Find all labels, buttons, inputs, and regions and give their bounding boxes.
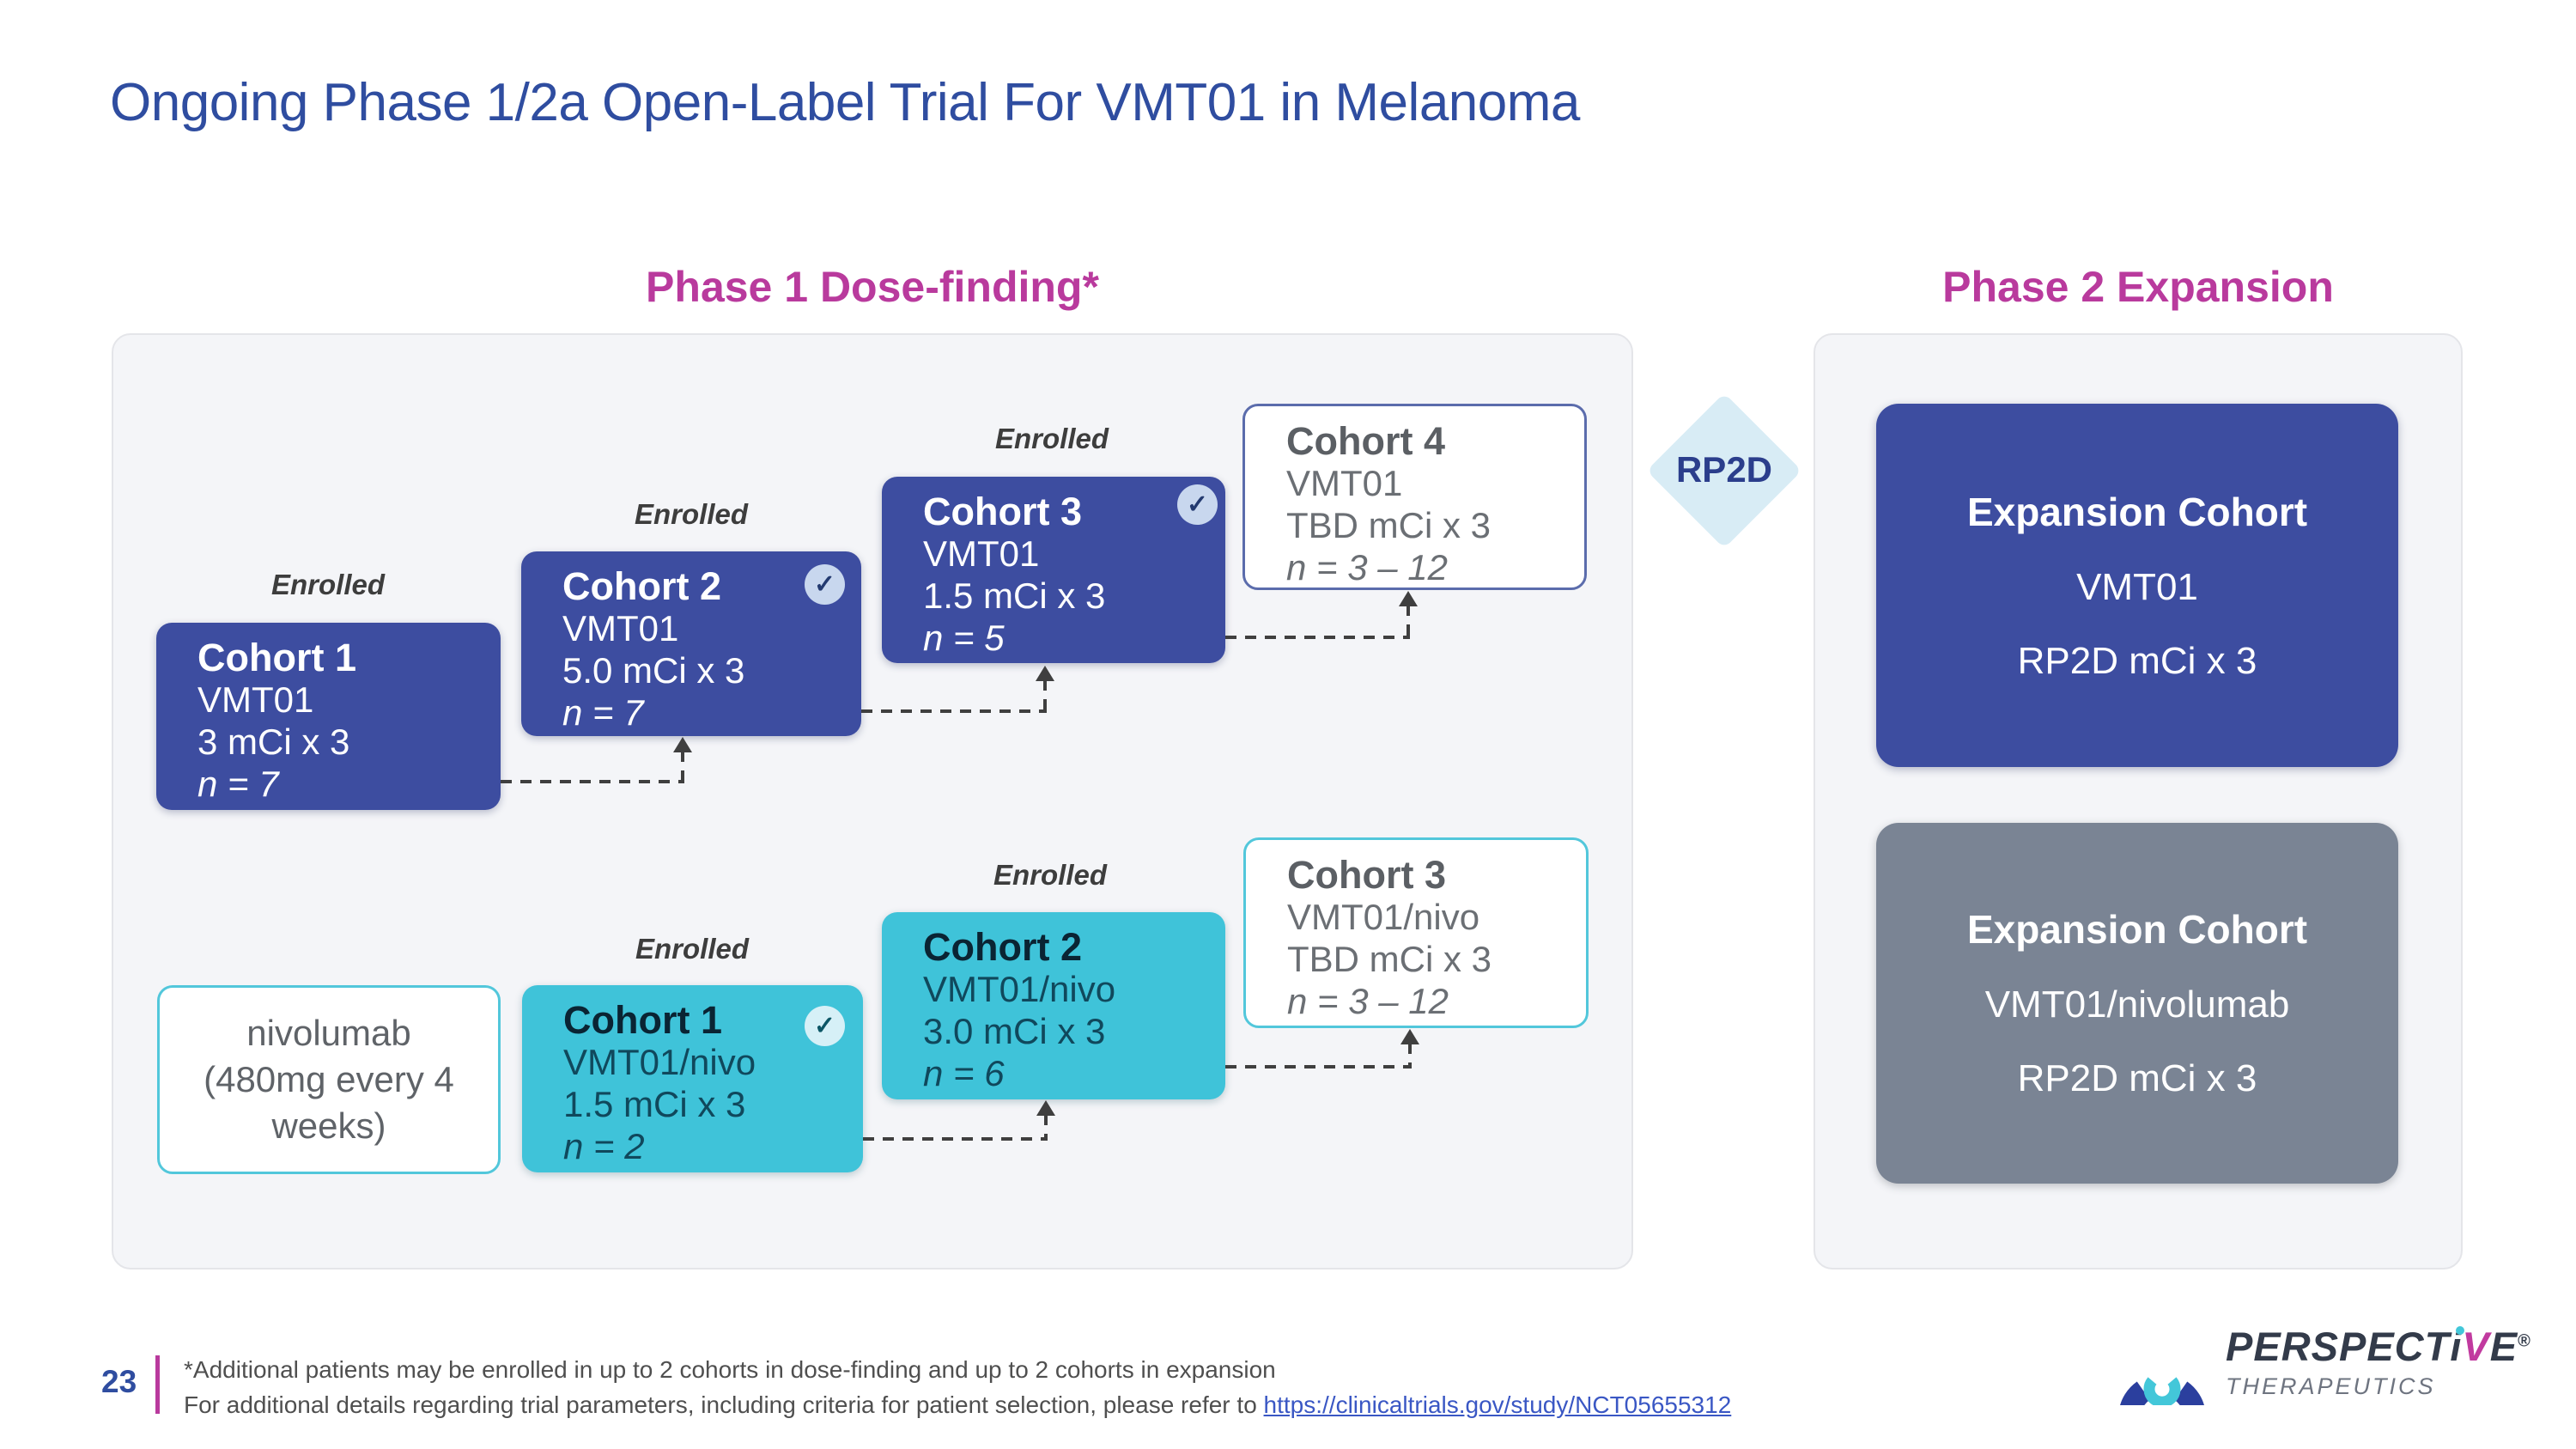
cohort-drug: VMT01/nivo [563,1042,756,1082]
expansion-dose: RP2D mCi x 3 [2017,639,2257,682]
arrowhead-up-icon [1400,1029,1419,1044]
enrolled-label-combo-2: Enrolled [993,859,1108,891]
cohort-drug: VMT01 [562,608,679,648]
arrow-line [681,751,684,783]
cohort-dose: 5.0 mCi x 3 [562,650,745,691]
cohort-drug: VMT01 [197,679,314,720]
company-logo: PERSPECTiVE® THERAPEUTICS [2105,1311,2576,1448]
footnote-line-1: *Additional patients may be enrolled in … [184,1356,1276,1383]
cohort-box-mono-2: Cohort 2 VMT01 5.0 mCi x 3 n = 7 [521,551,861,736]
check-icon: ✓ [805,564,845,605]
expansion-drug: VMT01/nivolumab [1984,983,2290,1026]
logo-text-part: PERSPECT [2226,1324,2451,1369]
footnote-line-2-text: For additional details regarding trial p… [184,1391,1264,1418]
cohort-n: n = 3 – 12 [1286,547,1448,588]
cohort-dose: 1.5 mCi x 3 [563,1084,746,1124]
nivolumab-note-box: nivolumab (480mg every 4 weeks) [157,985,501,1174]
cohort-box-mono-4: Cohort 4 VMT01 TBD mCi x 3 n = 3 – 12 [1242,404,1587,590]
arrow-line [861,709,1047,713]
enrolled-label-mono-1: Enrolled [270,569,386,600]
expansion-title: Expansion Cohort [1966,489,2308,534]
cohort-dose: 3.0 mCi x 3 [923,1011,1106,1051]
cohort-box-combo-2: Cohort 2 VMT01/nivo 3.0 mCi x 3 n = 6 [882,912,1225,1099]
expansion-drug: VMT01 [2076,565,2198,608]
cohort-box-combo-3: Cohort 3 VMT01/nivo TBD mCi x 3 n = 3 – … [1243,837,1589,1028]
expansion-box-combo: Expansion Cohort VMT01/nivolumab RP2D mC… [1876,823,2398,1184]
cohort-drug: VMT01 [923,533,1040,574]
cohort-n: n = 2 [563,1126,645,1166]
clinicaltrials-link[interactable]: https://clinicaltrials.gov/study/NCT0565… [1263,1391,1732,1418]
registered-mark: ® [2518,1331,2531,1351]
arrow-line [1225,636,1410,639]
expansion-box-mono: Expansion Cohort VMT01 RP2D mCi x 3 [1876,404,2398,767]
phase2-header: Phase 2 Expansion [1942,263,2334,311]
cohort-drug: VMT01/nivo [923,969,1116,1009]
cohort-drug: VMT01/nivo [1287,897,1480,937]
arrow-line [1406,605,1410,639]
cohort-n: n = 7 [562,692,644,733]
arrowhead-up-icon [1399,591,1418,606]
enrolled-label-combo-1: Enrolled [635,933,750,965]
cohort-title: Cohort 4 [1286,419,1445,463]
arrowhead-up-icon [673,737,692,752]
arrow-line [501,780,684,783]
cohort-n: n = 3 – 12 [1287,981,1449,1021]
cohort-title: Cohort 2 [562,564,721,608]
footnote-line-2: For additional details regarding trial p… [184,1387,1731,1422]
cohort-title: Cohort 3 [1287,853,1446,897]
arrow-line [1225,1065,1412,1068]
cohort-n: n = 7 [197,764,279,804]
cohort-drug: VMT01 [1286,463,1403,503]
arrowhead-up-icon [1036,1100,1055,1116]
enrolled-label-mono-2: Enrolled [634,498,749,530]
logo-wordmark: PERSPECTiVE® THERAPEUTICS [2226,1323,2531,1400]
logo-v-letter: V [2462,1324,2490,1369]
arrow-line [863,1137,1048,1141]
page-number: 23 [101,1364,137,1399]
phase1-header: Phase 1 Dose-finding* [646,263,1099,311]
check-icon: ✓ [1177,484,1218,525]
cohort-title: Cohort 3 [923,490,1082,533]
logo-subtitle: THERAPEUTICS [2226,1373,2436,1399]
logo-text-part: E [2489,1324,2518,1369]
page-title: Ongoing Phase 1/2a Open-Label Trial For … [110,73,1580,132]
cohort-dose: 1.5 mCi x 3 [923,575,1106,616]
arrow-line [1044,1114,1048,1141]
arrow-line [1043,679,1047,713]
logo-brand-name: PERSPECTiVE® [2226,1323,2531,1370]
cohort-title: Cohort 2 [923,925,1082,969]
cohort-box-mono-1: Cohort 1 VMT01 3 mCi x 3 n = 7 [156,623,501,810]
logo-arch-icon [2120,1377,2204,1405]
expansion-title: Expansion Cohort [1966,907,2308,952]
cohort-box-mono-3: Cohort 3 VMT01 1.5 mCi x 3 n = 5 [882,477,1225,663]
logo-i-letter: i [2450,1324,2465,1369]
cohort-dose: TBD mCi x 3 [1287,939,1492,979]
footer-divider [155,1355,160,1414]
expansion-dose: RP2D mCi x 3 [2017,1057,2257,1099]
arrowhead-up-icon [1036,666,1054,681]
cohort-dose: TBD mCi x 3 [1286,505,1492,545]
cohort-n: n = 5 [923,618,1005,658]
cohort-title: Cohort 1 [197,636,356,679]
cohort-dose: 3 mCi x 3 [197,721,350,762]
cohort-title: Cohort 1 [563,998,722,1042]
check-icon: ✓ [805,1006,845,1046]
arrow-line [1408,1043,1412,1068]
footnote-block: *Additional patients may be enrolled in … [184,1352,1731,1422]
cohort-n: n = 6 [923,1053,1005,1093]
rp2d-label: RP2D [1675,449,1773,490]
enrolled-label-mono-3: Enrolled [994,423,1109,454]
cohort-box-combo-1: Cohort 1 VMT01/nivo 1.5 mCi x 3 n = 2 [522,985,863,1172]
